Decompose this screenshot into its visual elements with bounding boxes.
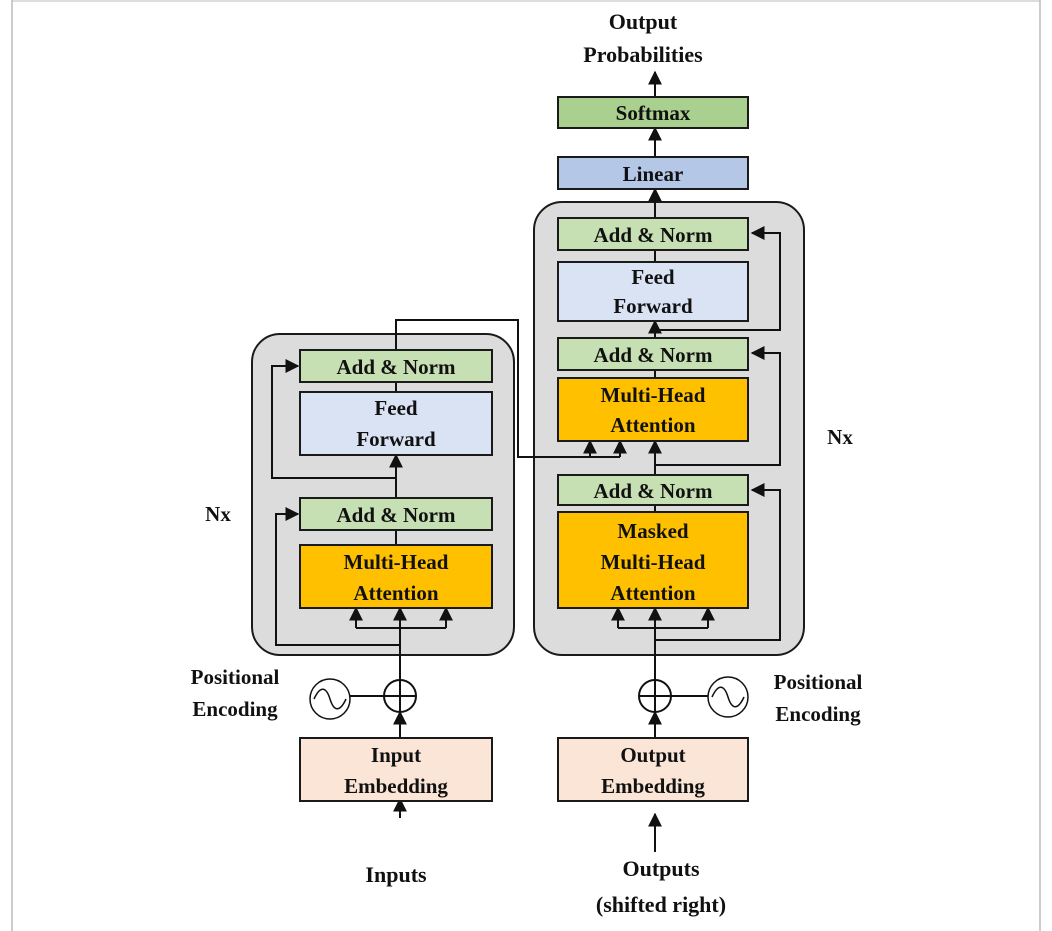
input-embedding-label-2: Embedding — [344, 774, 448, 798]
encoder-residual-1 — [275, 507, 400, 646]
decoder-residual-1 — [655, 483, 781, 641]
inputs-label: Inputs — [365, 862, 427, 887]
decoder-sine-wave-icon — [707, 676, 749, 718]
encoder-residual-2 — [271, 359, 396, 479]
outputs-label-2: (shifted right) — [596, 892, 726, 917]
input-embedding-block — [299, 737, 493, 802]
decoder-add-norm-3-label: Add & Norm — [594, 223, 714, 247]
encoder-feed-forward-label-1: Feed — [374, 396, 417, 420]
encoder-feed-forward-label-2: Forward — [356, 427, 436, 451]
decoder-multi-head-attention — [557, 377, 749, 442]
output-probabilities-label-2: Probabilities — [583, 42, 703, 67]
masked-mha-label-1: Masked — [617, 519, 688, 543]
masked-mha-label-2: Multi-Head — [601, 550, 706, 574]
decoder-mha-label-1: Multi-Head — [601, 383, 706, 407]
decoder-add-icon — [638, 679, 672, 713]
decoder-positional-encoding-label-2: Encoding — [775, 702, 861, 726]
encoder-add-icon — [383, 679, 417, 713]
encoder-output-line — [395, 319, 620, 458]
decoder-add-norm-1 — [557, 474, 749, 506]
encoder-add-norm-1 — [299, 497, 493, 531]
encoder-add-norm-1-label: Add & Norm — [337, 503, 457, 527]
output-embedding-label-1: Output — [620, 743, 685, 767]
encoder-sine-wave-icon — [309, 678, 351, 720]
encoder-multi-head-attention — [299, 544, 493, 609]
encoder-add-norm-2 — [299, 349, 493, 383]
softmax-block — [557, 96, 749, 129]
outputs-label-1: Outputs — [622, 856, 699, 881]
output-embedding-label-2: Embedding — [601, 774, 705, 798]
encoder-positional-encoding-label-2: Encoding — [192, 697, 278, 721]
encoder-mha-label-1: Multi-Head — [344, 550, 449, 574]
encoder-positional-encoding-label-1: Positional — [191, 665, 280, 689]
softmax-label: Softmax — [616, 101, 691, 125]
masked-mha-label-3: Attention — [610, 581, 695, 605]
encoder-feed-forward — [299, 391, 493, 456]
decoder-residual-3 — [655, 226, 781, 331]
decoder-masked-multi-head-attention — [557, 511, 749, 609]
decoder-feed-forward-label-1: Feed — [631, 265, 674, 289]
encoder-add-norm-2-label: Add & Norm — [337, 355, 457, 379]
decoder-positional-encoding-label-1: Positional — [774, 670, 863, 694]
decoder-residual-2 — [655, 346, 781, 466]
decoder-nx-label: Nx — [827, 425, 853, 449]
linear-block — [557, 156, 749, 190]
output-probabilities-label-1: Output — [609, 9, 678, 34]
decoder-add-norm-2-label: Add & Norm — [594, 343, 714, 367]
encoder-mha-label-2: Attention — [353, 581, 438, 605]
decoder-feed-forward-label-2: Forward — [613, 294, 693, 318]
decoder-feed-forward — [557, 261, 749, 322]
output-embedding-block — [557, 737, 749, 802]
decoder-add-norm-3 — [557, 217, 749, 251]
linear-label: Linear — [623, 162, 684, 186]
encoder-nx-label: Nx — [205, 502, 231, 526]
input-embedding-label-1: Input — [371, 743, 421, 767]
decoder-mha-label-2: Attention — [610, 413, 695, 437]
decoder-add-norm-1-label: Add & Norm — [594, 479, 714, 503]
decoder-add-norm-2 — [557, 337, 749, 371]
